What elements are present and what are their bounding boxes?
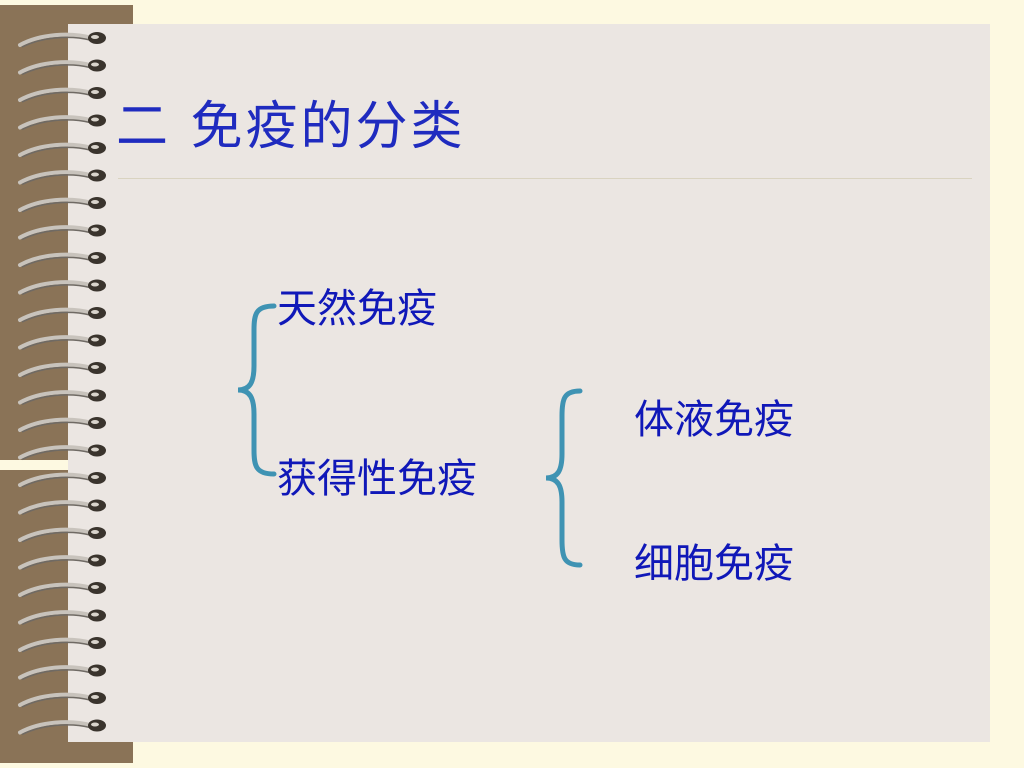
title-divider: [118, 178, 972, 179]
tree-node-innate: 天然免疫: [277, 286, 437, 332]
curly-brace-icon: [545, 388, 583, 568]
tree-node-humoral: 体液免疫: [634, 397, 794, 443]
tree-node-acquired: 获得性免疫: [277, 456, 477, 502]
spiral-binding-icon: [18, 32, 106, 736]
slide-title: 二 免疫的分类: [116, 97, 466, 157]
slide-panel: [68, 24, 990, 742]
curly-brace-icon: [237, 303, 277, 477]
tree-node-cellular: 细胞免疫: [634, 541, 794, 587]
